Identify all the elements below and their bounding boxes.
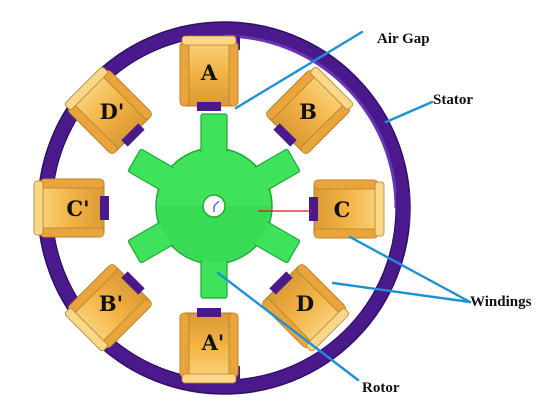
rotor — [127, 113, 301, 299]
leader-air-gap — [234, 30, 364, 110]
pole-label-D-prime: D' — [100, 99, 125, 124]
leader-rotor — [216, 271, 360, 382]
leader-lines — [216, 30, 472, 382]
leader-windings-2 — [331, 281, 472, 304]
leader-windings-1 — [348, 235, 472, 304]
pole-labels: A B C D A' B' C' D' — [66, 60, 350, 355]
callout-labels: Air Gap Stator Windings Rotor — [362, 31, 532, 396]
pole-label-B-prime: B' — [99, 291, 123, 316]
leader-stator — [384, 100, 434, 124]
pole-label-A-prime: A' — [201, 330, 225, 355]
callout-stator: Stator — [433, 92, 473, 108]
callout-air-gap: Air Gap — [377, 31, 430, 47]
pole-label-C-prime: C' — [66, 196, 89, 221]
pole-label-C: C — [334, 197, 351, 222]
pole-label-B: B — [299, 99, 317, 124]
callout-rotor: Rotor — [362, 380, 400, 396]
pole-label-A: A — [200, 60, 218, 85]
callout-windings: Windings — [470, 294, 532, 310]
pole-label-D: D — [296, 291, 314, 316]
